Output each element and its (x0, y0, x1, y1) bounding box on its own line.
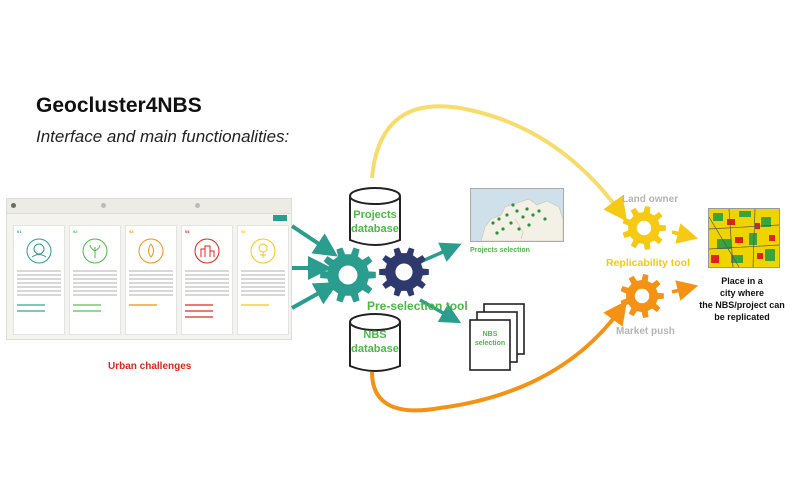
plant-icon (82, 238, 108, 264)
replicability-tool-label: Replicability tool (606, 257, 690, 269)
interface-screenshot: 01 02 03 04 05 (6, 198, 292, 340)
page-title: Geocluster4NBS (36, 94, 202, 117)
teal-gear-icon (320, 247, 376, 303)
nbs-database-icon (349, 313, 401, 372)
step-dot (195, 203, 200, 208)
card-link (241, 304, 269, 306)
nbs-selection-documents-icon (469, 303, 525, 371)
card-number: 03 (129, 229, 134, 234)
card-link (73, 304, 101, 306)
card-text (129, 270, 173, 272)
market-push-label: Market push (616, 326, 675, 337)
sun-plant-icon (250, 238, 276, 264)
card-link (17, 310, 45, 312)
card-link (17, 304, 45, 306)
yellow-curve (370, 104, 628, 222)
arrow-orange-to-city (671, 280, 699, 301)
card-text (73, 270, 117, 272)
step-dot (101, 203, 106, 208)
challenge-card-3: 03 (125, 225, 177, 335)
card-link (185, 304, 213, 306)
arrow-to-nbs-selection (419, 298, 462, 324)
card-text (185, 270, 229, 272)
arrow-panel-to-gear-top (290, 224, 338, 257)
card-number: 01 (17, 229, 22, 234)
projects-map-thumbnail (470, 188, 564, 242)
arrow-panel-to-gear-bottom (291, 282, 339, 310)
land-owner-label: Land owner (622, 194, 678, 205)
challenge-card-1: 01 (13, 225, 65, 335)
card-link (129, 304, 157, 306)
interface-step-bar (7, 199, 291, 214)
challenge-card-5: 05 (237, 225, 289, 335)
card-text (17, 270, 61, 272)
arrow-yellow-to-city (671, 223, 699, 244)
urban-challenges-label: Urban challenges (108, 361, 192, 372)
city-icon (194, 238, 220, 264)
navy-gear-icon (379, 247, 429, 297)
climate-icon (26, 238, 52, 264)
city-heatmap (709, 209, 779, 267)
challenge-card-2: 02 (69, 225, 121, 335)
city-map-thumbnail (708, 208, 780, 268)
projects-database-icon (349, 187, 401, 246)
card-link (73, 310, 101, 312)
card-number: 04 (185, 229, 190, 234)
step-dot (11, 203, 16, 208)
challenge-card-4: 04 (181, 225, 233, 335)
europe-map (480, 198, 563, 241)
interface-next-button (273, 215, 287, 221)
page-subtitle: Interface and main functionalities: (36, 127, 290, 146)
water-icon (138, 238, 164, 264)
card-number: 02 (73, 229, 78, 234)
card-link (185, 310, 213, 312)
projects-selection-label: Projects selection (470, 247, 530, 254)
orange-curve (370, 300, 628, 413)
card-link (185, 316, 213, 318)
yellow-gear-icon (622, 206, 666, 250)
preselection-tool-label: Pre-selection tool (367, 299, 468, 313)
orange-gear-icon (620, 274, 664, 318)
card-number: 05 (241, 229, 246, 234)
card-text (241, 270, 285, 272)
